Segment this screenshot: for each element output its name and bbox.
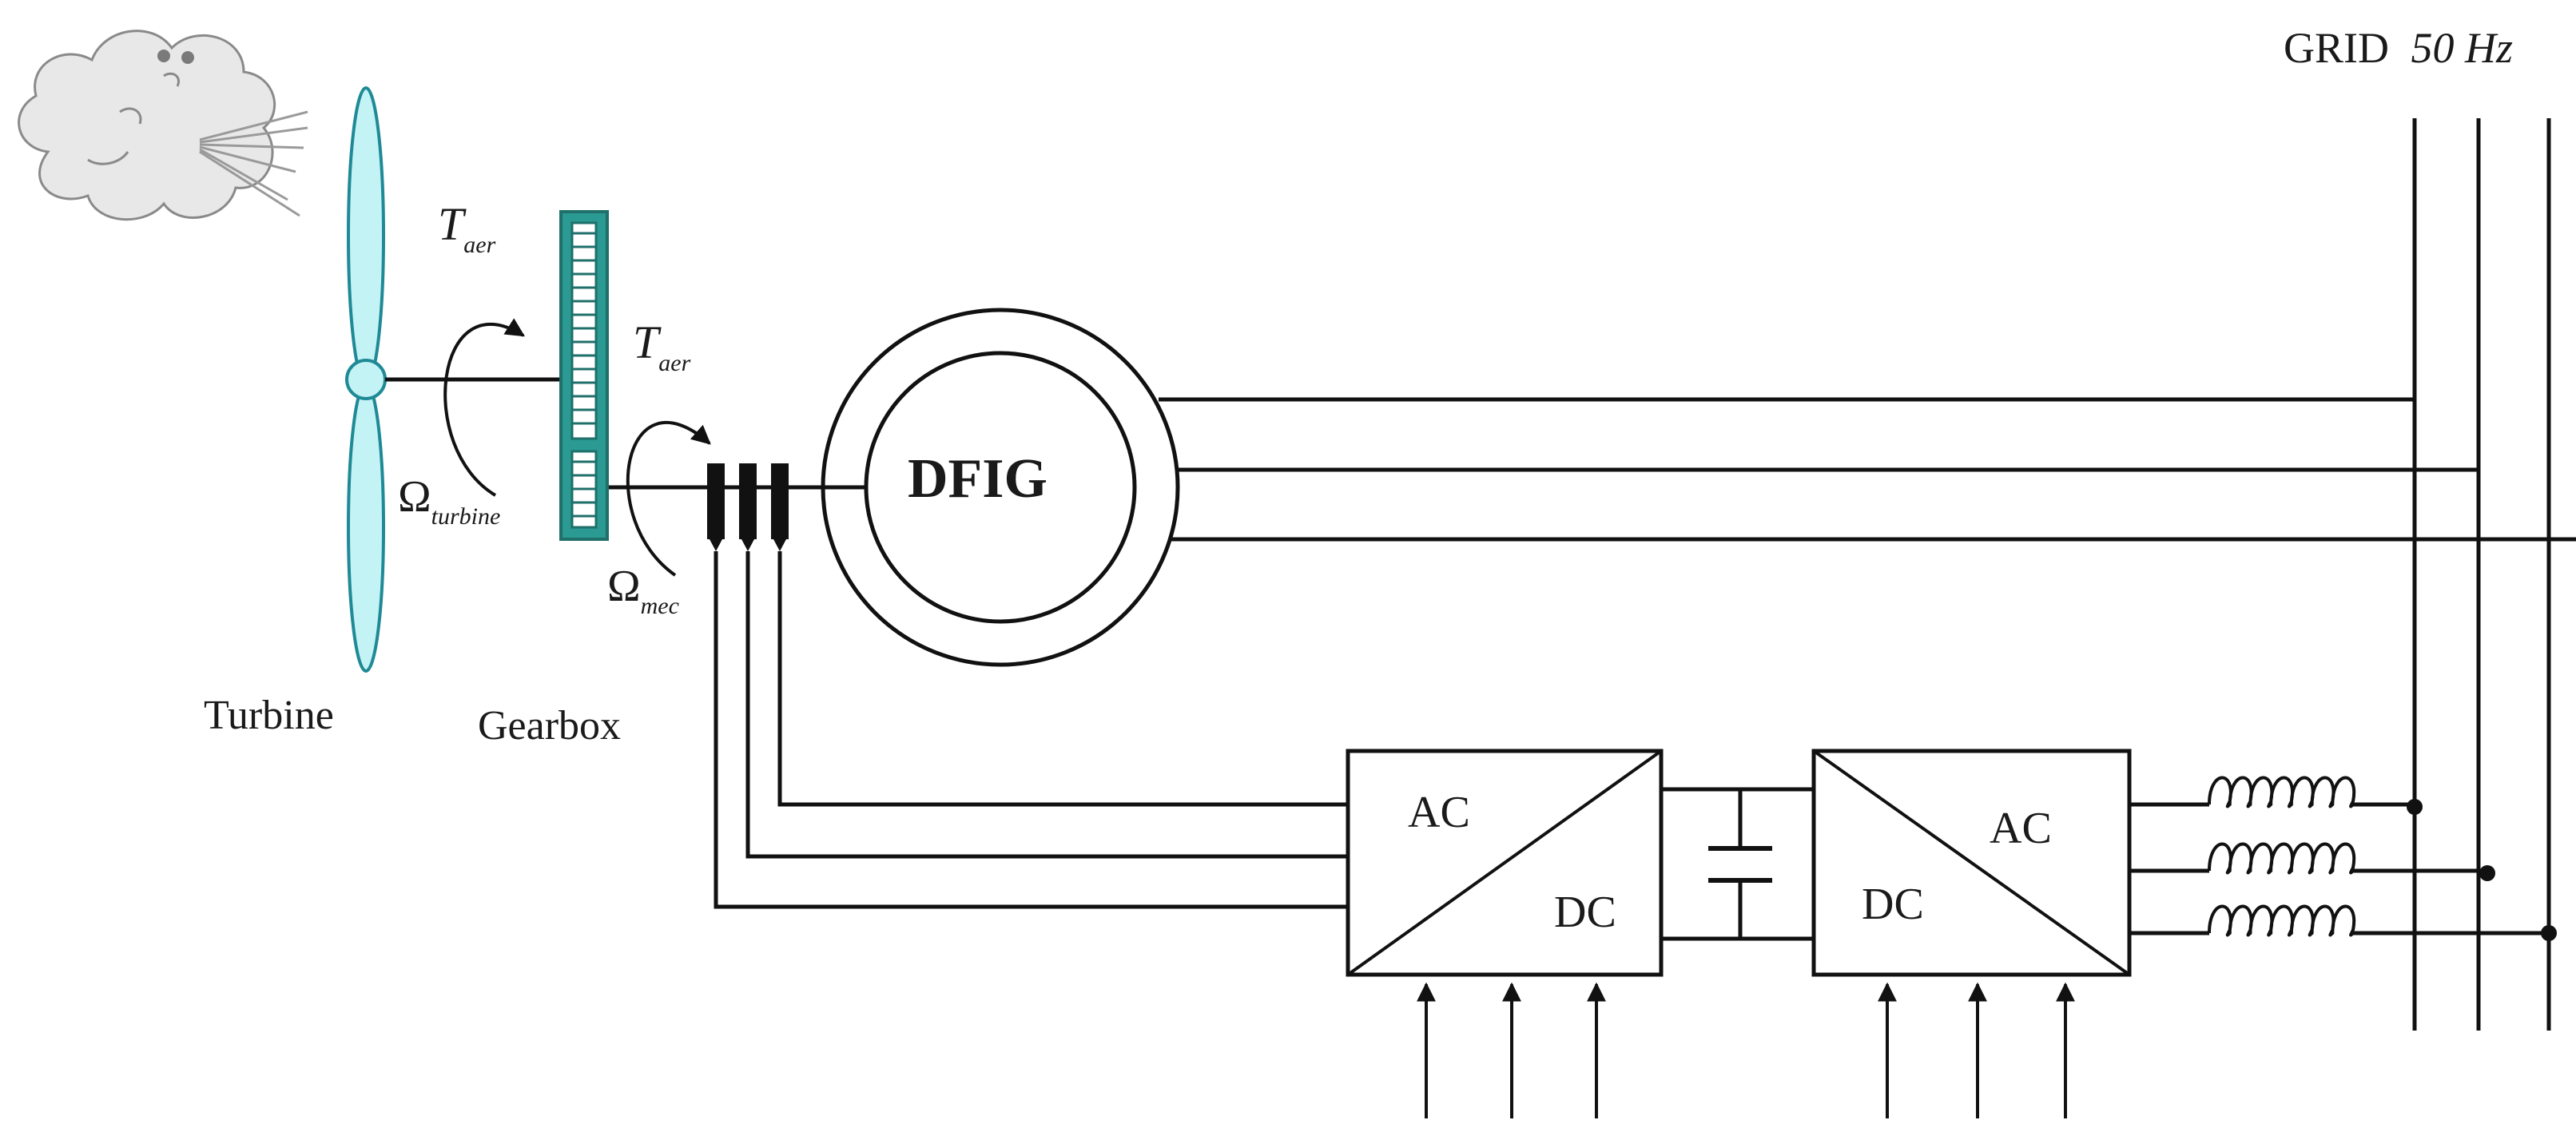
grid-filter-inductors	[2129, 776, 2557, 941]
turbine-label: Turbine	[204, 693, 334, 738]
omega-turbine-label: Ωturbine	[398, 472, 500, 530]
grid-side-converter	[1811, 749, 2132, 977]
gearbox-icon	[559, 210, 609, 541]
converter2-ac-label: AC	[1990, 804, 2052, 853]
omega-mec-label: Ωmec	[607, 562, 679, 619]
mec-rotation-arrow	[626, 421, 711, 577]
dfig-machine	[821, 308, 1180, 667]
turbine-hub	[345, 359, 387, 400]
converter-control-arrows	[1417, 982, 2075, 1118]
dfig-label: DFIG	[908, 448, 1047, 510]
rotor-line-b	[745, 551, 1348, 859]
converter1-ac-label: AC	[1408, 788, 1470, 837]
turbine-rotation-arrow	[443, 318, 526, 497]
slip-rings	[707, 463, 789, 551]
torque-label-turbine: Taer	[438, 198, 496, 258]
wind-cloud-icon	[18, 30, 308, 221]
rotor-line-a	[777, 551, 1348, 807]
turbine-blade-top	[347, 86, 385, 385]
rotor-side-converter	[1346, 749, 1664, 977]
grid-bus-bars	[2412, 118, 2551, 1031]
rotor-line-c	[714, 551, 1348, 909]
dc-link-capacitor	[1661, 787, 1814, 941]
grid-label: GRID 50 Hz	[2284, 24, 2513, 72]
converter2-dc-label: DC	[1862, 880, 1924, 929]
turbine-rotor	[345, 86, 387, 673]
converter1-dc-label: DC	[1554, 888, 1616, 937]
turbine-blade-bottom	[347, 382, 385, 673]
gearbox-label: Gearbox	[478, 703, 621, 749]
torque-label-mec: Taer	[633, 316, 691, 376]
